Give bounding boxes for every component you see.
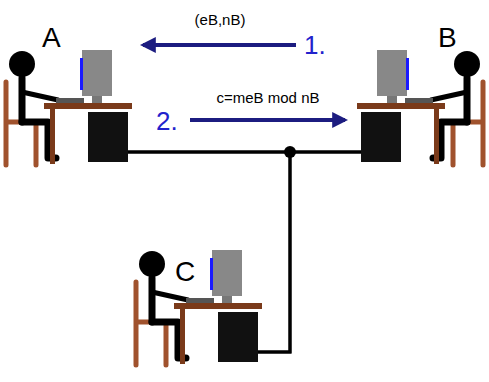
- message-arrow: [190, 118, 345, 122]
- workstation-node: A: [5, 18, 142, 190]
- workstation-c: [136, 250, 262, 365]
- workstation-b: [357, 50, 483, 165]
- callout-number: 2.: [156, 108, 178, 134]
- workstation-node: C: [120, 250, 275, 375]
- workstation-a: [6, 50, 132, 165]
- edge-label: (eB,nB): [193, 12, 248, 29]
- network-wire: [258, 152, 361, 352]
- station-letter: C: [175, 258, 195, 286]
- network-wire: [128, 152, 290, 352]
- workstation-node: B: [300, 18, 484, 190]
- callout-number: 1.: [304, 32, 326, 58]
- edge-label: c=meB mod nB: [215, 90, 322, 107]
- station-letter: A: [42, 24, 61, 52]
- message-arrow: [143, 43, 296, 47]
- station-letter: B: [438, 24, 457, 52]
